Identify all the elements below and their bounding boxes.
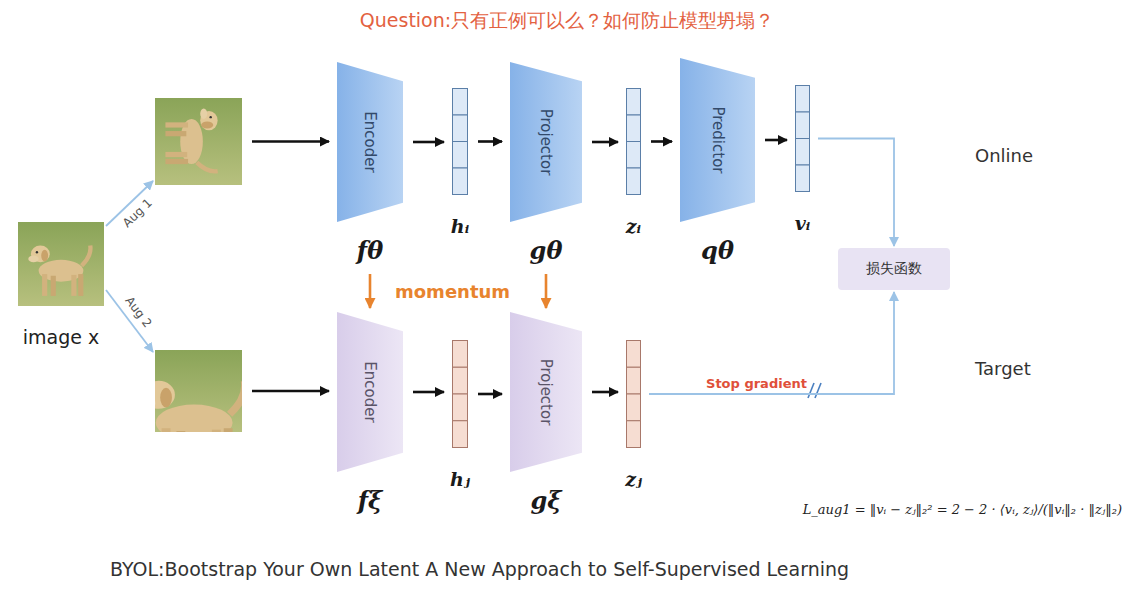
connector [369,274,372,308]
loss-formula: L_aug1 = ‖vᵢ − zⱼ‖₂² = 2 − 2 · ⟨vᵢ, zⱼ⟩/… [803,502,1122,517]
network-block: Encoderfξ [337,312,403,472]
connector [413,141,444,144]
title: Question:只有正例可以么？如何防止模型坍塌？ [360,8,774,34]
block-name: Projector [537,109,555,176]
photo-node [155,350,242,432]
connector [649,292,894,394]
network-block: Encoderfθ [337,62,403,222]
vector-symbol: hⱼ [450,468,470,490]
feature-vector: hᵢ [452,88,468,195]
loss-box: 损失函数 [838,248,950,290]
caption: BYOL:Bootstrap Your Own Latent A New App… [110,558,849,580]
connector [651,140,672,143]
vector-symbol: zⱼ [625,468,642,490]
edge-label: Stop gradient [706,376,807,391]
network-block: Predictorqθ [680,58,755,222]
block-name: Projector [537,359,555,426]
feature-vector: zⱼ [626,340,641,448]
vector-cells [452,88,468,195]
parameter-symbol: gθ [530,236,563,265]
vector-symbol: vᵢ [795,212,811,234]
photo-node [155,98,242,185]
feature-vector: hⱼ [452,340,468,448]
row-label: Target [975,358,1031,379]
edge-label: Aug 2 [122,294,154,330]
dog-photo [155,98,242,185]
connector [478,393,502,396]
parameter-symbol: fθ [357,236,383,265]
stop-gradient-mark [808,383,821,398]
image-label: image x [23,326,99,348]
dog-photo [155,350,242,432]
connector [413,391,444,394]
feature-vector: zᵢ [626,88,641,195]
block-name: Encoder [361,361,379,422]
photo-node: image x [18,222,104,306]
connector [252,140,329,143]
loss-text: 损失函数 [866,260,922,278]
connector [818,139,894,247]
momentum-label: momentum [395,281,510,302]
parameter-symbol: qθ [701,236,734,265]
dog-photo [18,222,104,306]
vector-cells [452,340,468,448]
edge-label: Aug 1 [120,195,155,229]
connector [545,274,548,308]
feature-vector: vᵢ [795,85,810,192]
connector [765,139,787,142]
vector-cells [795,85,810,192]
block-name: Predictor [709,106,727,173]
connector [592,391,618,394]
row-label: Online [975,145,1033,166]
connector [478,140,502,143]
network-block: Projectorgθ [510,62,582,222]
vector-symbol: zᵢ [626,215,641,237]
network-block: Projectorgξ [510,312,582,472]
parameter-symbol: fξ [358,486,383,515]
vector-cells [626,88,641,195]
parameter-symbol: gξ [531,486,562,515]
block-name: Encoder [361,111,379,172]
vector-cells [626,340,641,448]
connector [252,390,329,393]
vector-symbol: hᵢ [451,215,469,237]
connector [592,141,618,144]
